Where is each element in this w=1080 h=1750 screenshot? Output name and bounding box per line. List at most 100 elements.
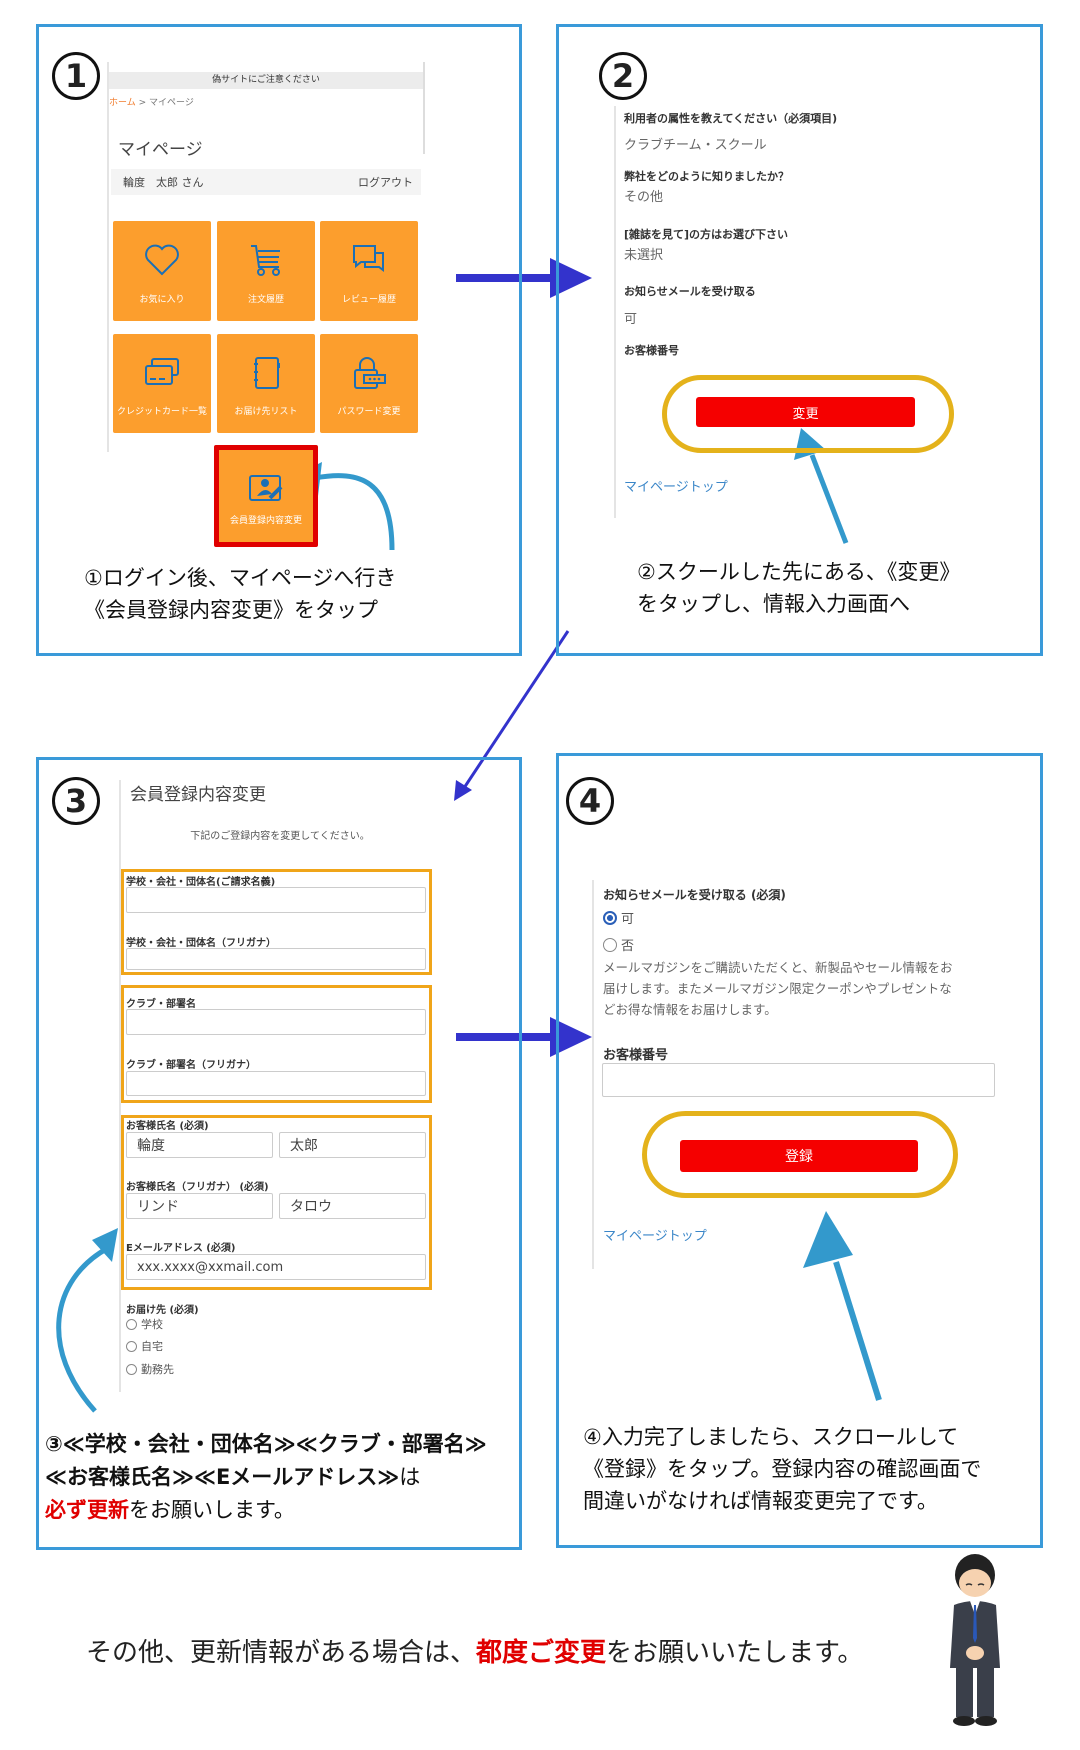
tile-order-history[interactable]: 注文履歴 [217, 221, 315, 321]
kana-label: お客様氏名（フリガナ） (必須) [126, 1182, 269, 1193]
mail-option-no[interactable]: 否 [603, 935, 634, 954]
address-book-icon [254, 357, 280, 389]
step4-caption-line2: 《登録》をタップ。登録内容の確認画面で [583, 1457, 982, 1481]
field-label: [雑誌を見て]の方はお選び下さい [624, 228, 789, 241]
footer-text: その他、更新情報がある場合は、 [86, 1638, 477, 1668]
divider [119, 780, 121, 1392]
bowing-businessman-illustration [950, 1554, 1000, 1726]
register-button[interactable]: 登録 [680, 1140, 918, 1172]
step4-panel [556, 753, 1043, 1548]
option-label: 自宅 [141, 1340, 163, 1353]
step3-caption-line2: ≪お客様氏名≫≪Eメールアドレス≫は [45, 1461, 420, 1494]
email-label: Eメールアドレス (必須) [126, 1243, 236, 1254]
field-label: お知らせメールを受け取る [624, 285, 756, 298]
email-input[interactable]: xxx.xxxx@xxmail.com [126, 1254, 426, 1280]
caption-text: は [399, 1465, 421, 1489]
cart-icon [251, 245, 280, 276]
mail-option-yes[interactable]: 可 [603, 908, 634, 927]
delivery-option-home[interactable]: 自宅 [126, 1338, 163, 1354]
delivery-option-work[interactable]: 勤務先 [126, 1361, 174, 1377]
tile-label: パスワード変更 [337, 407, 401, 417]
step2-panel [556, 24, 1043, 656]
tile-label: お届け先リスト [234, 407, 298, 417]
field-value: 未選択 [624, 248, 664, 263]
step4-caption-line3: 間違いがなければ情報変更完了です。 [583, 1489, 938, 1513]
step-number-1: 1 [52, 52, 100, 100]
divider [614, 106, 616, 518]
step-number-3: 3 [52, 777, 100, 825]
tile-label: 会員登録内容変更 [229, 516, 302, 526]
credit-card-icon [145, 358, 179, 385]
delivery-label: お届け先 (必須) [126, 1305, 199, 1316]
step1-caption-line2: 《会員登録内容変更》をタップ [84, 598, 378, 622]
arrow-step3-to-step4 [456, 1017, 592, 1057]
warning-banner: 偽サイトにご注意ください [109, 72, 423, 89]
caption-bold: ≪お客様氏名≫≪Eメールアドレス≫ [45, 1465, 400, 1489]
club-kana-input[interactable] [126, 1071, 426, 1096]
breadcrumb-current: マイページ [149, 98, 194, 108]
logout-link[interactable]: ログアウト [358, 176, 413, 189]
lock-icon [354, 357, 386, 389]
caption-text: をお願いします。 [129, 1498, 295, 1522]
tile-member-info-change[interactable]: 会員登録内容変更 [214, 445, 318, 547]
breadcrumb-home[interactable]: ホーム [109, 98, 136, 108]
highlight-customer [121, 1115, 432, 1290]
option-label: 否 [621, 939, 635, 954]
tile-favorites[interactable]: お気に入り [113, 221, 211, 321]
field-value: 可 [624, 312, 638, 327]
tile-label: レビュー履歴 [341, 295, 396, 305]
tile-review-history[interactable]: レビュー履歴 [320, 221, 418, 321]
change-button[interactable]: 変更 [696, 397, 915, 427]
scrollbar[interactable] [423, 62, 425, 154]
field-label: お客様番号 [624, 344, 679, 357]
last-kana-input[interactable]: リンド [126, 1193, 273, 1219]
tile-credit-cards[interactable]: クレジットカード一覧 [113, 334, 211, 433]
step1-caption-line1: ①ログイン後、マイページへ行き [84, 566, 397, 590]
step-number-2: 2 [599, 52, 647, 100]
org-input[interactable] [126, 887, 426, 913]
first-name-input[interactable]: 太郎 [279, 1132, 426, 1158]
user-name: 輪度 太郎 さん [123, 176, 204, 189]
org-kana-input[interactable] [126, 948, 426, 970]
mail-label: お知らせメールを受け取る (必須) [603, 888, 786, 902]
name-label: お客様氏名 (必須) [126, 1121, 209, 1132]
step2-caption-line2: をタップし、情報入力画面へ [637, 592, 910, 616]
customer-number-label: お客様番号 [603, 1048, 669, 1063]
org-label: 学校・会社・団体名(ご請求名義) [126, 877, 276, 888]
mail-description: メールマガジンをご購読いただくと、新製品やセール情報をお届けします。またメールマ… [603, 957, 953, 1020]
mypage-top-link[interactable]: マイページトップ [603, 1229, 707, 1244]
tile-label: お気に入り [139, 295, 185, 305]
step4-caption-line1: ④入力完了しましたら、スクロールして [583, 1425, 959, 1449]
option-label: 可 [621, 912, 635, 927]
description-line: どお得な情報をお届けします。 [603, 1002, 777, 1017]
tile-label: 注文履歴 [247, 295, 284, 305]
mypage-top-link[interactable]: マイページトップ [624, 480, 728, 495]
club-label: クラブ・部署名 [126, 999, 196, 1010]
step1-panel [36, 24, 522, 656]
first-kana-input[interactable]: タロウ [279, 1193, 426, 1219]
profile-edit-icon [249, 475, 283, 501]
highlight-oval [642, 1111, 958, 1198]
tile-password-change[interactable]: パスワード変更 [320, 334, 418, 433]
description-line: 届けします。またメールマガジン限定クーポンやプレゼントな [603, 981, 952, 996]
club-input[interactable] [126, 1009, 426, 1035]
customer-number-input[interactable] [602, 1063, 995, 1097]
field-label: 弊社をどのように知りましたか？ [624, 170, 789, 183]
radio-icon [126, 1318, 137, 1330]
divider [592, 880, 594, 1269]
delivery-option-school[interactable]: 学校 [126, 1316, 163, 1332]
option-label: 勤務先 [141, 1363, 174, 1376]
org-kana-label: 学校・会社・団体名（フリガナ） [126, 938, 276, 949]
step2-caption-line1: ②スクールした先にある、《変更》 [637, 560, 961, 584]
user-bar: 輪度 太郎 さん ログアウト [111, 169, 421, 195]
step3-caption-line1: ③≪学校・会社・団体名≫≪クラブ・部署名≫ [45, 1432, 487, 1456]
footer-message: その他、更新情報がある場合は、都度ご変更をお願いいたします。 [86, 1632, 863, 1669]
step-number-4: 4 [566, 777, 614, 825]
arrow-step1-to-step2 [456, 258, 592, 298]
arrow-step2-to-step3 [454, 630, 570, 801]
field-value: その他 [624, 190, 664, 205]
arrow-step4-button [803, 1211, 882, 1401]
last-name-input[interactable]: 輪度 [126, 1132, 273, 1158]
tile-address-list[interactable]: お届け先リスト [217, 334, 315, 433]
